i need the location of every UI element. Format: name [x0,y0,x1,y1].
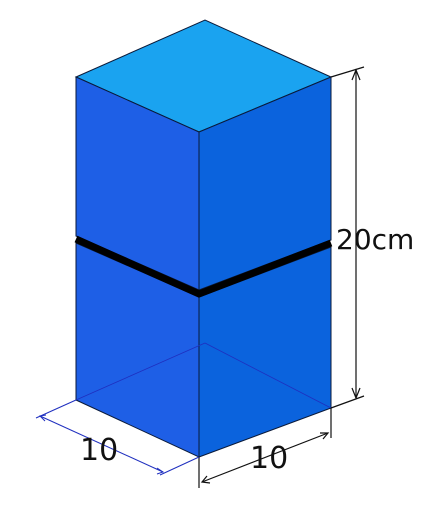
cube-seam [74,235,333,298]
left-width-dimension [35,399,200,476]
left-width-label: 10 [80,433,118,468]
hidden-edges [75,342,332,409]
right-width-dimension [198,408,332,488]
upper-cube [74,19,333,291]
right-width-label: 10 [250,441,288,476]
height-dimension-label: 20cm [336,223,414,256]
height-dimension [330,66,365,409]
lower-cube [75,242,332,458]
upper-cube-right-face [198,76,332,291]
